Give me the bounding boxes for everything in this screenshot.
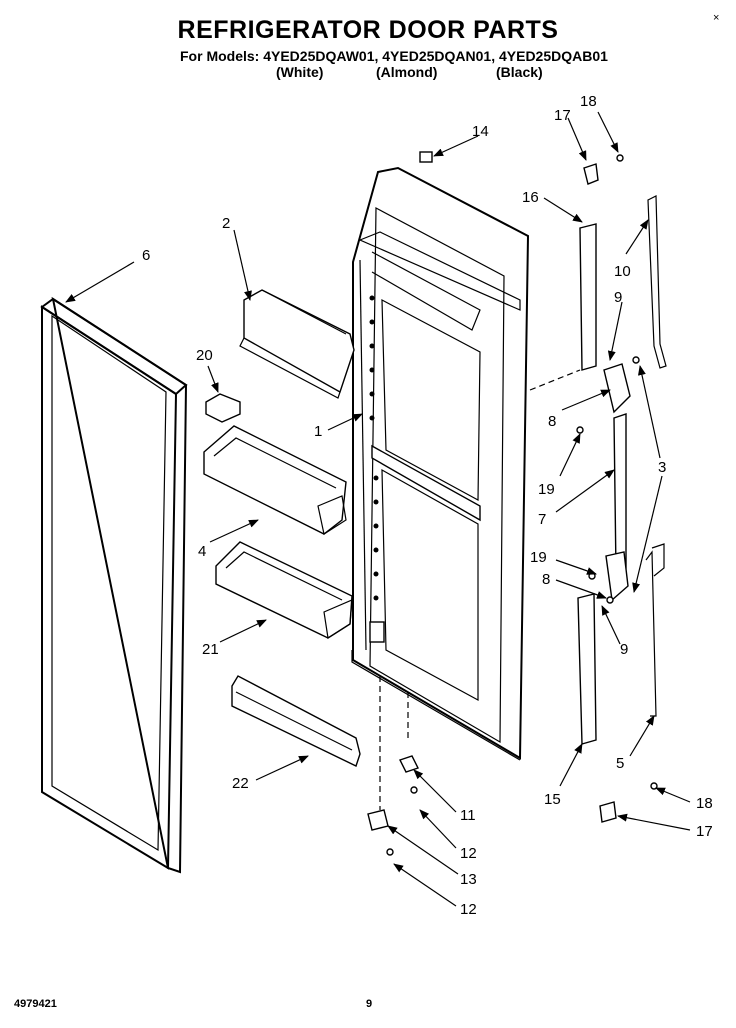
variant-white: (White) xyxy=(276,64,324,80)
callout-labels: 14 17 18 16 2 6 10 9 20 1 8 3 19 7 4 19 … xyxy=(142,93,713,918)
callout-15: 15 xyxy=(544,791,561,808)
hardware-parts xyxy=(367,151,658,856)
variant-almond: (Almond) xyxy=(376,64,438,80)
callout-19: 19 xyxy=(530,549,547,566)
callout-13: 13 xyxy=(460,871,477,888)
callout-9: 9 xyxy=(620,641,628,658)
callout-14: 14 xyxy=(472,123,489,140)
callout-3: 3 xyxy=(658,459,666,476)
callout-17: 17 xyxy=(554,107,571,124)
variant-black: (Black) xyxy=(496,64,543,80)
door-bin-part xyxy=(203,425,347,535)
callout-18: 18 xyxy=(580,93,597,110)
callout-4: 4 xyxy=(198,543,206,560)
callout-8: 8 xyxy=(542,571,550,588)
callout-12: 12 xyxy=(460,845,477,862)
callout-20: 20 xyxy=(196,347,213,364)
clip-part xyxy=(205,393,241,423)
callout-5: 5 xyxy=(616,755,624,772)
callout-9: 9 xyxy=(614,289,622,306)
page-title: REFRIGERATOR DOOR PARTS xyxy=(177,16,559,44)
door-shelf-part xyxy=(231,675,361,767)
callout-1: 1 xyxy=(314,423,322,440)
callout-22: 22 xyxy=(232,775,249,792)
corner-mark: × xyxy=(713,12,720,24)
callout-16: 16 xyxy=(522,189,539,206)
alignment-lines xyxy=(379,369,581,810)
door-bin-part xyxy=(215,541,353,639)
callout-18: 18 xyxy=(696,795,713,812)
callout-21: 21 xyxy=(202,641,219,658)
trim-strips xyxy=(577,195,667,745)
models-line: For Models: 4YED25DQAW01, 4YED25DQAN01, … xyxy=(180,48,608,64)
callout-6: 6 xyxy=(142,247,150,264)
callout-8: 8 xyxy=(548,413,556,430)
callout-7: 7 xyxy=(538,511,546,528)
page-number: 9 xyxy=(366,998,373,1010)
callout-17: 17 xyxy=(696,823,713,840)
part-number: 4979421 xyxy=(14,998,57,1010)
callout-12: 12 xyxy=(460,901,477,918)
door-liner-part xyxy=(351,166,530,761)
callout-2: 2 xyxy=(222,215,230,232)
door-gasket-part xyxy=(40,296,188,874)
leader-lines xyxy=(65,111,691,907)
callout-10: 10 xyxy=(614,263,631,280)
callout-19: 19 xyxy=(538,481,555,498)
callout-11: 11 xyxy=(460,807,476,824)
dairy-door-part xyxy=(239,289,355,399)
